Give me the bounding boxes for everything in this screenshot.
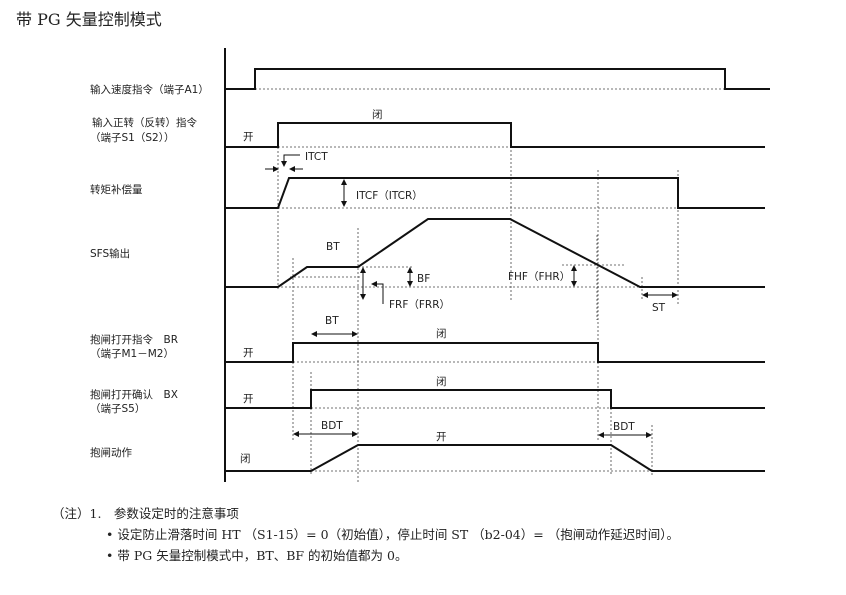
label-torque: 转矩补偿量 [90, 183, 143, 196]
notes-heading: （注）1. 参数设定时的注意事项 [52, 506, 239, 521]
signal-br [225, 342, 765, 363]
signal-brake [225, 444, 765, 472]
annotation-bdt: BDT [613, 421, 635, 433]
annotation-bf: BF [417, 273, 430, 285]
page-title: 带 PG 矢量控制模式 [16, 10, 162, 29]
state-open: 开 [243, 131, 254, 143]
state-open: 开 [436, 431, 447, 443]
label-s1: 输入正转（反转）指令 [92, 116, 197, 129]
signal-sfs [225, 218, 765, 288]
state-closed: 闭 [436, 327, 447, 340]
annotation-itcf: ITCF（ITCR） [356, 190, 423, 202]
state-open: 开 [243, 347, 254, 359]
dimension-arrows [265, 154, 678, 438]
annotation-itct: ITCT [305, 151, 328, 163]
label-s1-terminal: （端子S1（S2）） [90, 131, 174, 144]
signal-s1 [225, 122, 765, 148]
annotation-frf: FRF（FRR） [389, 299, 450, 311]
annotation-bt: BT [326, 241, 340, 253]
signal-bx [225, 389, 765, 409]
note-item: • 设定防止滑落时间 HT （S1-15）= 0（初始值），停止时间 ST （b… [106, 527, 679, 542]
state-open: 开 [243, 393, 254, 405]
label-brake: 抱闸动作 [90, 446, 132, 459]
annotation-bdt: BDT [321, 420, 343, 432]
annotation-fhf: FHF（FHR） [508, 271, 570, 283]
label-sfs: SFS输出 [90, 247, 130, 260]
state-closed: 闭 [372, 108, 383, 121]
label-bx-terminal: （端子S5） [90, 402, 145, 415]
label-br: 抱闸打开指令 BR [90, 333, 178, 346]
label-br-terminal: （端子M1－M2） [90, 347, 174, 360]
annotation-bt: BT [325, 315, 339, 327]
signal-torque [225, 177, 765, 209]
signal-a1 [225, 68, 770, 90]
label-bx: 抱闸打开确认 BX [90, 388, 178, 401]
state-closed: 闭 [436, 375, 447, 388]
label-a1: 输入速度指令（端子A1） [90, 83, 209, 96]
notes: （注）1. 参数设定时的注意事项 • 设定防止滑落时间 HT （S1-15）= … [52, 503, 679, 566]
annotation-st: ST [652, 302, 666, 314]
note-item: • 带 PG 矢量控制模式中，BT、BF 的初始值都为 0。 [106, 548, 408, 563]
state-closed: 闭 [240, 452, 251, 465]
